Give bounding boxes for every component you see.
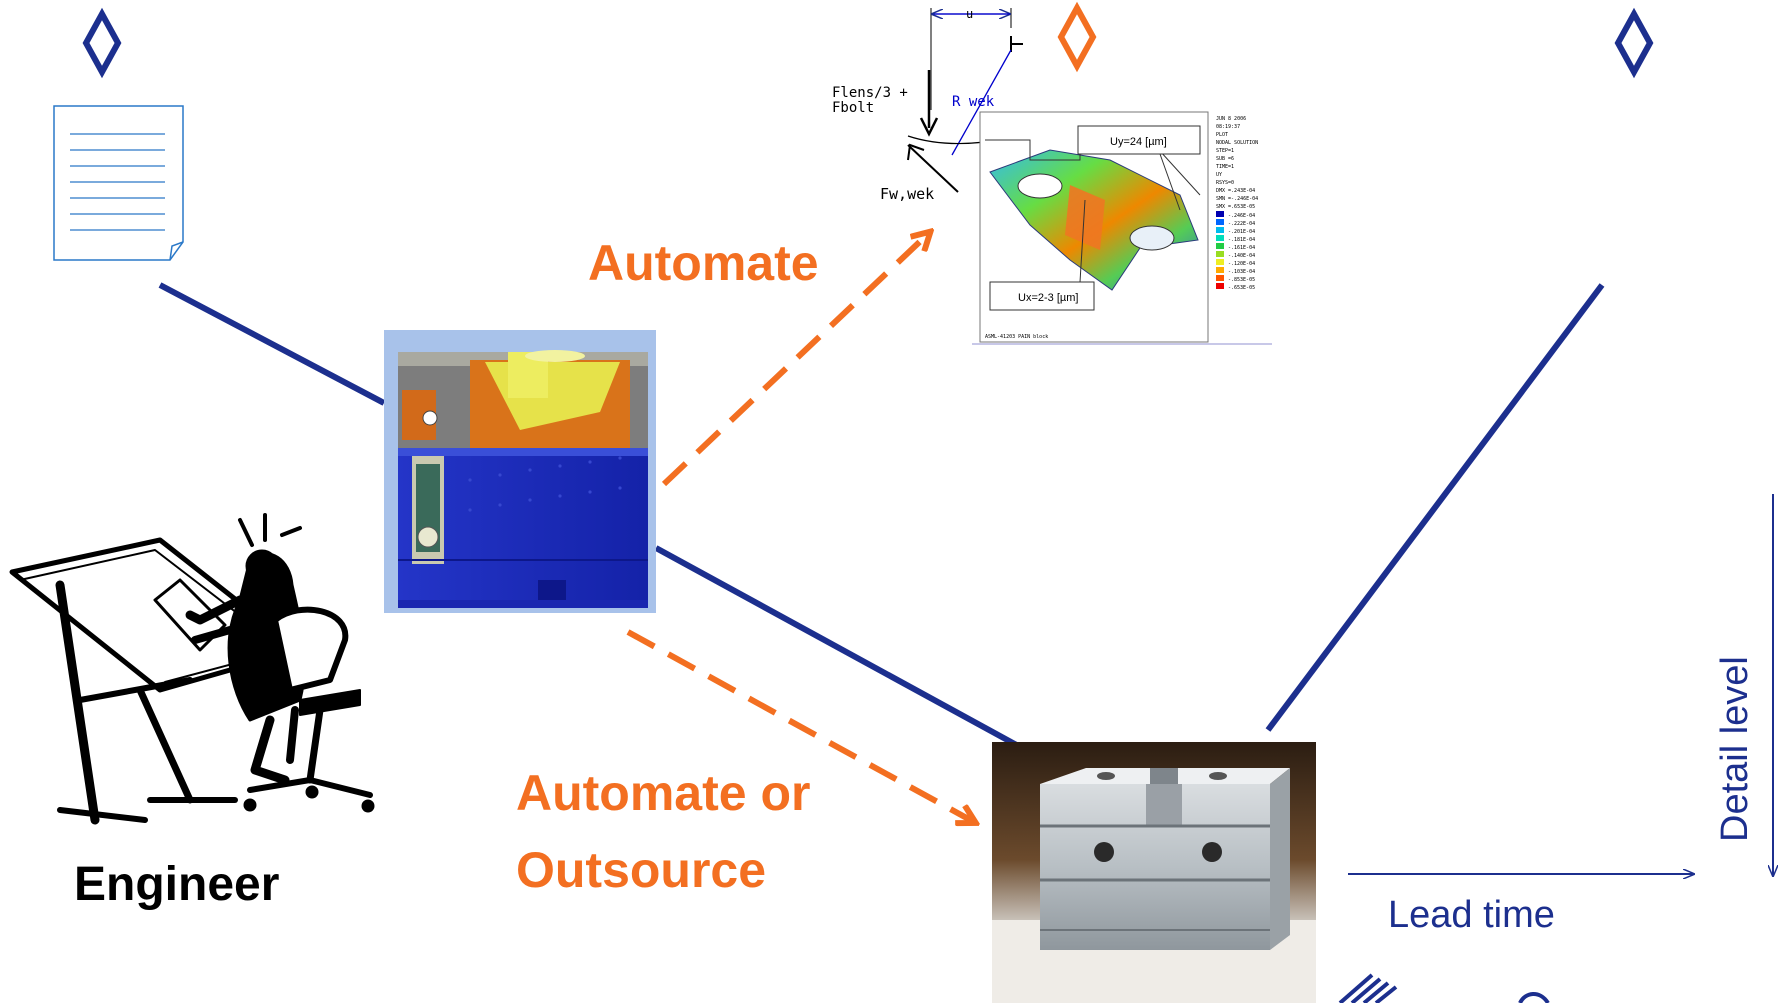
fea-legend: -.246E-04 -.222E-04 -.201E-04 -.181E-04 …	[1216, 211, 1255, 291]
machined-part-photo	[992, 742, 1316, 1003]
process-line-middle	[654, 545, 1024, 751]
svg-text:SUB =6: SUB =6	[1216, 156, 1234, 162]
process-line-right	[1265, 283, 1605, 732]
svg-text:PLOT: PLOT	[1216, 132, 1228, 138]
engineer-label: Engineer	[74, 858, 279, 911]
svg-text:STEP=1: STEP=1	[1216, 148, 1234, 154]
fea-rwek-label: R wek	[952, 94, 995, 110]
svg-text:-.201E-04: -.201E-04	[1228, 229, 1255, 235]
svg-text:-.653E-05: -.653E-05	[1228, 285, 1255, 291]
svg-text:TIME=1: TIME=1	[1216, 164, 1234, 170]
svg-text:SMX =.653E-05: SMX =.653E-05	[1216, 204, 1255, 210]
diamond-icon	[82, 7, 122, 79]
process-line-left	[158, 282, 386, 406]
svg-text:NODAL SOLUTION: NODAL SOLUTION	[1216, 140, 1258, 146]
fea-simulation-image: u Flens/3 + Fbolt R wek Fw,wek Uy=24 [µm…	[832, 7, 1272, 345]
svg-text:JUN 8 2006: JUN 8 2006	[1216, 116, 1246, 122]
svg-text:DMX =.243E-04: DMX =.243E-04	[1216, 188, 1255, 194]
svg-text:UY: UY	[1216, 172, 1222, 178]
automate-label: Automate	[588, 235, 819, 291]
svg-text:RSYS=0: RSYS=0	[1216, 180, 1234, 186]
diamond-icon	[1614, 7, 1654, 79]
svg-text:-.140E-04: -.140E-04	[1228, 253, 1255, 259]
automate-or-outsource-arrow	[626, 629, 974, 822]
svg-text:-.103E-04: -.103E-04	[1228, 269, 1255, 275]
fea-footer: ASML-41203 PAIN block	[985, 334, 1048, 340]
fea-ux-label: Ux=2-3 [µm]	[1018, 292, 1078, 304]
lead-time-label: Lead time	[1388, 894, 1555, 936]
document-icon	[53, 105, 184, 261]
svg-text:-.853E-05: -.853E-05	[1228, 277, 1255, 283]
outsource-label: Outsource	[516, 842, 766, 898]
cad-model-image	[384, 330, 656, 613]
fea-u-label: u	[966, 7, 973, 21]
fea-uy-label: Uy=24 [µm]	[1110, 136, 1167, 148]
svg-text:-.161E-04: -.161E-04	[1228, 245, 1255, 251]
svg-text:-.222E-04: -.222E-04	[1228, 221, 1255, 227]
fea-fwwek-label: Fw,wek	[880, 185, 934, 203]
fea-info-block: JUN 8 2006 08:19:37 PLOT NODAL SOLUTION …	[1216, 116, 1258, 210]
diamond-icon	[1057, 1, 1097, 73]
fea-flens-label: Flens/3 +	[832, 85, 908, 101]
detail-level-label: Detail level	[1714, 656, 1756, 842]
svg-text:SMN =-.246E-04: SMN =-.246E-04	[1216, 196, 1258, 202]
fea-fbolt-label: Fbolt	[832, 100, 874, 116]
svg-text:08:19:37: 08:19:37	[1216, 124, 1240, 130]
automate-or-label: Automate or	[516, 765, 810, 821]
engineer-at-drafting-table	[9, 513, 375, 825]
automate-arrow	[661, 233, 929, 487]
svg-text:-.181E-04: -.181E-04	[1228, 237, 1255, 243]
logo-fragment	[1338, 973, 1550, 1003]
svg-text:-.120E-04: -.120E-04	[1228, 261, 1255, 267]
svg-text:-.246E-04: -.246E-04	[1228, 213, 1255, 219]
